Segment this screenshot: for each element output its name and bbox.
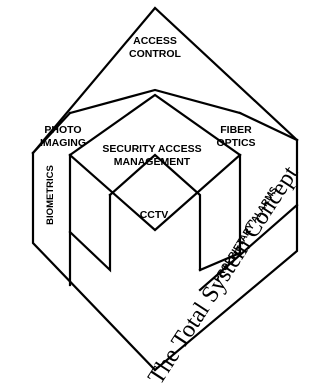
right-lower-diag [198,251,242,272]
diagram-linework [31,6,299,372]
label-access-control-2: CONTROL [129,48,181,60]
cctv-block [108,153,202,272]
label-fiber-optics-2: OPTICS [216,137,255,149]
outer-diamond-top [31,6,299,155]
label-cctv: CCTV [140,209,169,221]
cctv-left [68,193,112,273]
left-inner-diag [31,111,72,155]
right-inner-diag [238,111,299,142]
label-photo-imaging-1: PHOTO [44,124,81,136]
slogan-text: The Total System Concept [143,161,304,387]
inner-diamond [68,88,242,115]
label-access-control-1: ACCESS [133,35,177,47]
label-security-access-1: SECURITY ACCESS [102,143,201,155]
right-lower-diag-2 [198,203,299,292]
label-biometrics: BIOMETRICS [45,165,56,225]
label-security-access-2: MANAGEMENT [114,156,191,168]
label-fiber-optics-1: FIBER [220,124,252,136]
label-photo-imaging-2: IMAGING [40,137,86,149]
outer-right-side [153,138,299,372]
outer-left-side [31,151,157,372]
